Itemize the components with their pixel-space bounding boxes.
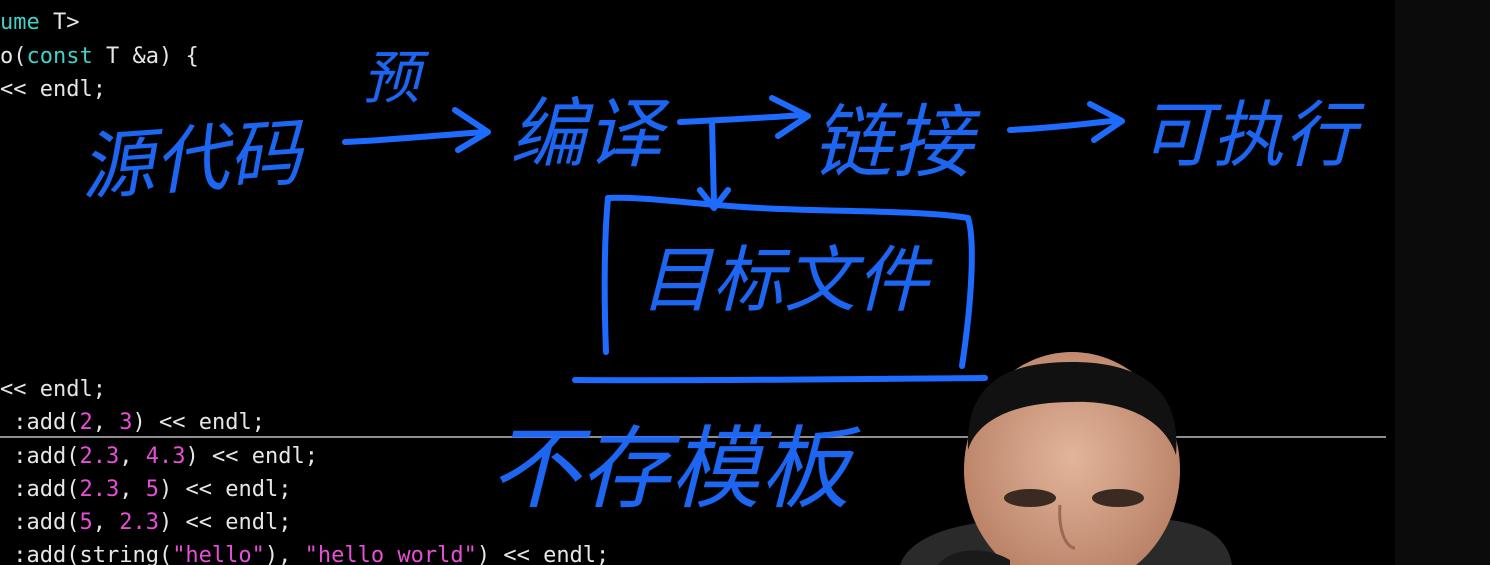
pre-mark-text: 预 — [362, 44, 430, 112]
code-token: << endl; — [0, 377, 106, 402]
code-token: ) << endl; — [158, 477, 292, 502]
code-line: << endl; — [0, 375, 106, 405]
code-token: ) << endl; — [132, 410, 265, 435]
link-handwriting: 链接 — [812, 96, 981, 189]
code-line: :add(2, 3) << endl; — [0, 408, 265, 438]
code-token: o( — [0, 44, 27, 69]
code-token: :add(string( — [0, 543, 173, 565]
code-token: , — [92, 510, 120, 535]
code-line: :add(2.3, 4.3) << endl; — [0, 442, 318, 472]
code-token: T> — [39, 10, 80, 35]
right-eye — [1092, 489, 1144, 507]
code-line: ume T> — [0, 8, 80, 38]
code-line: << endl; — [0, 75, 106, 105]
code-token: 5 — [79, 510, 93, 535]
code-token: ume — [0, 10, 40, 35]
code-line: o(const T &a) { — [0, 42, 199, 72]
code-token: T &a) { — [92, 44, 199, 69]
code-line: :add(2.3, 5) << endl; — [0, 475, 291, 505]
no-template-handwriting: 不存模板 — [490, 417, 861, 522]
code-token: 5 — [145, 477, 159, 502]
code-token: , — [119, 444, 146, 469]
code-token: const — [26, 44, 93, 69]
code-token: 3 — [119, 410, 133, 435]
arrow-link-to-executable — [1007, 101, 1125, 143]
arrow-compile-down — [697, 119, 731, 211]
code-token: ) << endl; — [158, 510, 292, 535]
code-token: ) << endl; — [185, 444, 318, 469]
code-token: :add( — [0, 410, 80, 435]
compile-text: 编译 — [510, 89, 670, 178]
code-line: :add(5, 2.3) << endl; — [0, 508, 291, 538]
underline-stroke — [572, 375, 988, 384]
compile-handwriting: 编译 — [510, 89, 670, 178]
pre-mark-handwriting: 预 — [362, 44, 430, 112]
code-token: "hello" — [172, 543, 265, 565]
link-text: 链接 — [812, 96, 981, 189]
code-token: 2.3 — [79, 477, 120, 502]
code-token: 2 — [79, 410, 93, 435]
no-template-text: 不存模板 — [490, 417, 861, 522]
executable-handwriting: 可执行 — [1140, 93, 1365, 177]
editor-divider — [0, 436, 1386, 438]
side-panel — [1395, 0, 1490, 565]
shoulder — [938, 550, 1010, 565]
arrow-source-to-compile — [342, 107, 491, 153]
code-token: << endl; — [0, 77, 106, 102]
code-token: 2.3 — [79, 444, 120, 469]
code-token: 2.3 — [119, 510, 159, 535]
executable-text: 可执行 — [1140, 93, 1365, 177]
source-code-text: 源代码 — [77, 110, 308, 212]
code-token: :add( — [0, 510, 80, 535]
arrow-compile-to-link — [677, 95, 811, 139]
left-eye — [1004, 489, 1056, 507]
code-line: :add(string("hello"), "hello world") << … — [0, 541, 609, 565]
code-token: ), — [264, 543, 305, 565]
code-token: , — [92, 410, 120, 435]
object-file-box: 目标文件 — [601, 194, 975, 369]
presenter-nose — [1058, 504, 1076, 550]
object-file-text: 目标文件 — [640, 238, 933, 322]
code-token: "hello world" — [304, 543, 477, 565]
code-token: :add( — [0, 444, 80, 469]
code-editor[interactable]: ume T> o(const T &a) { << endl; << endl;… — [0, 0, 1395, 565]
source-code-handwriting: 源代码 — [77, 110, 308, 212]
code-token: 4.3 — [145, 444, 186, 469]
code-token: , — [119, 477, 146, 502]
code-token: ) << endl; — [476, 543, 610, 565]
code-token: :add( — [0, 477, 80, 502]
presenter-hair — [967, 362, 1177, 455]
